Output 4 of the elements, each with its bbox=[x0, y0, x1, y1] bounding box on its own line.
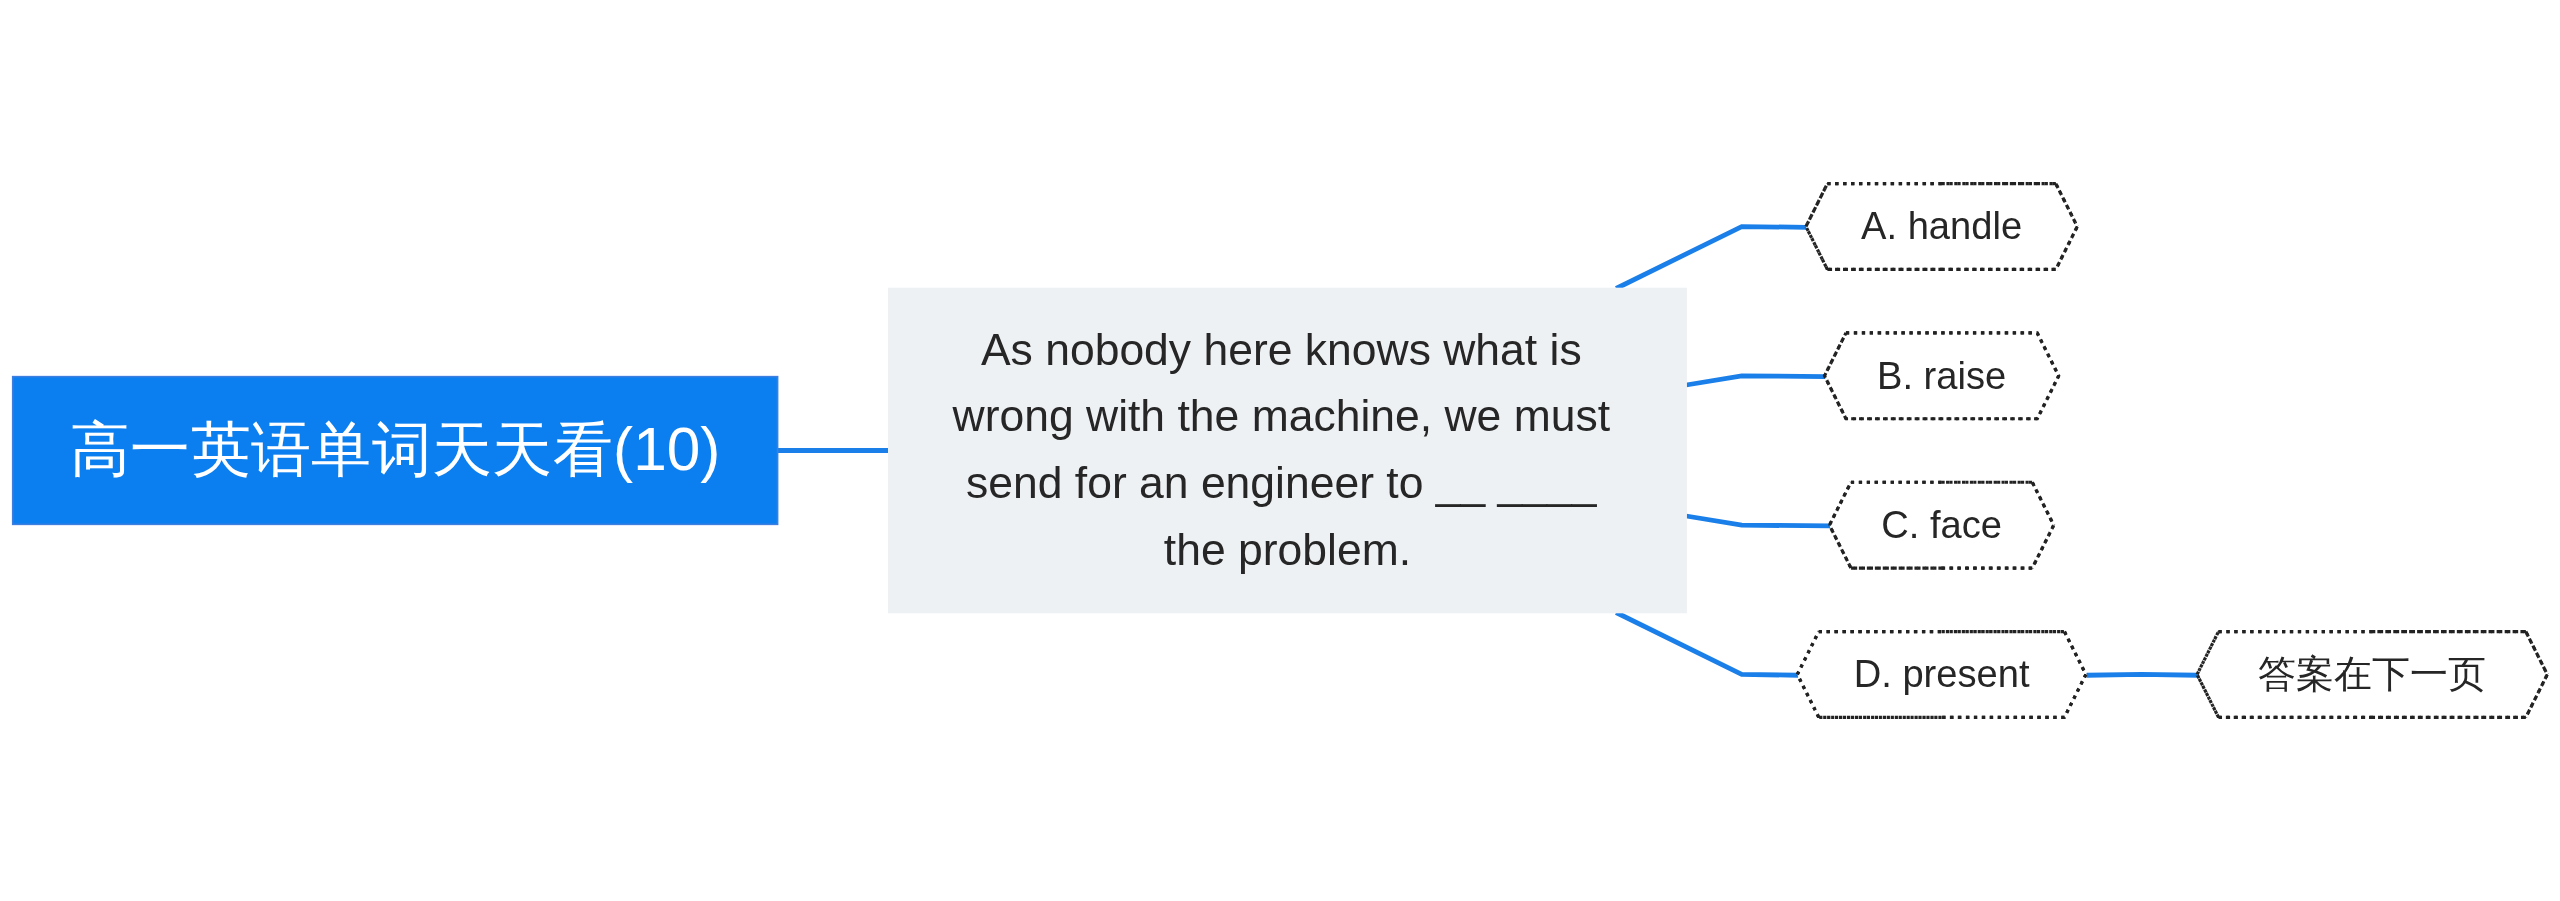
connector bbox=[777, 448, 889, 453]
connector bbox=[2086, 672, 2198, 678]
node-box: 高一英语单词天天看(10) bbox=[11, 375, 779, 526]
node-box: As nobody here knows what is wrong with the machine, we must send for an engineer to __ ____ the problem. bbox=[888, 287, 1687, 614]
